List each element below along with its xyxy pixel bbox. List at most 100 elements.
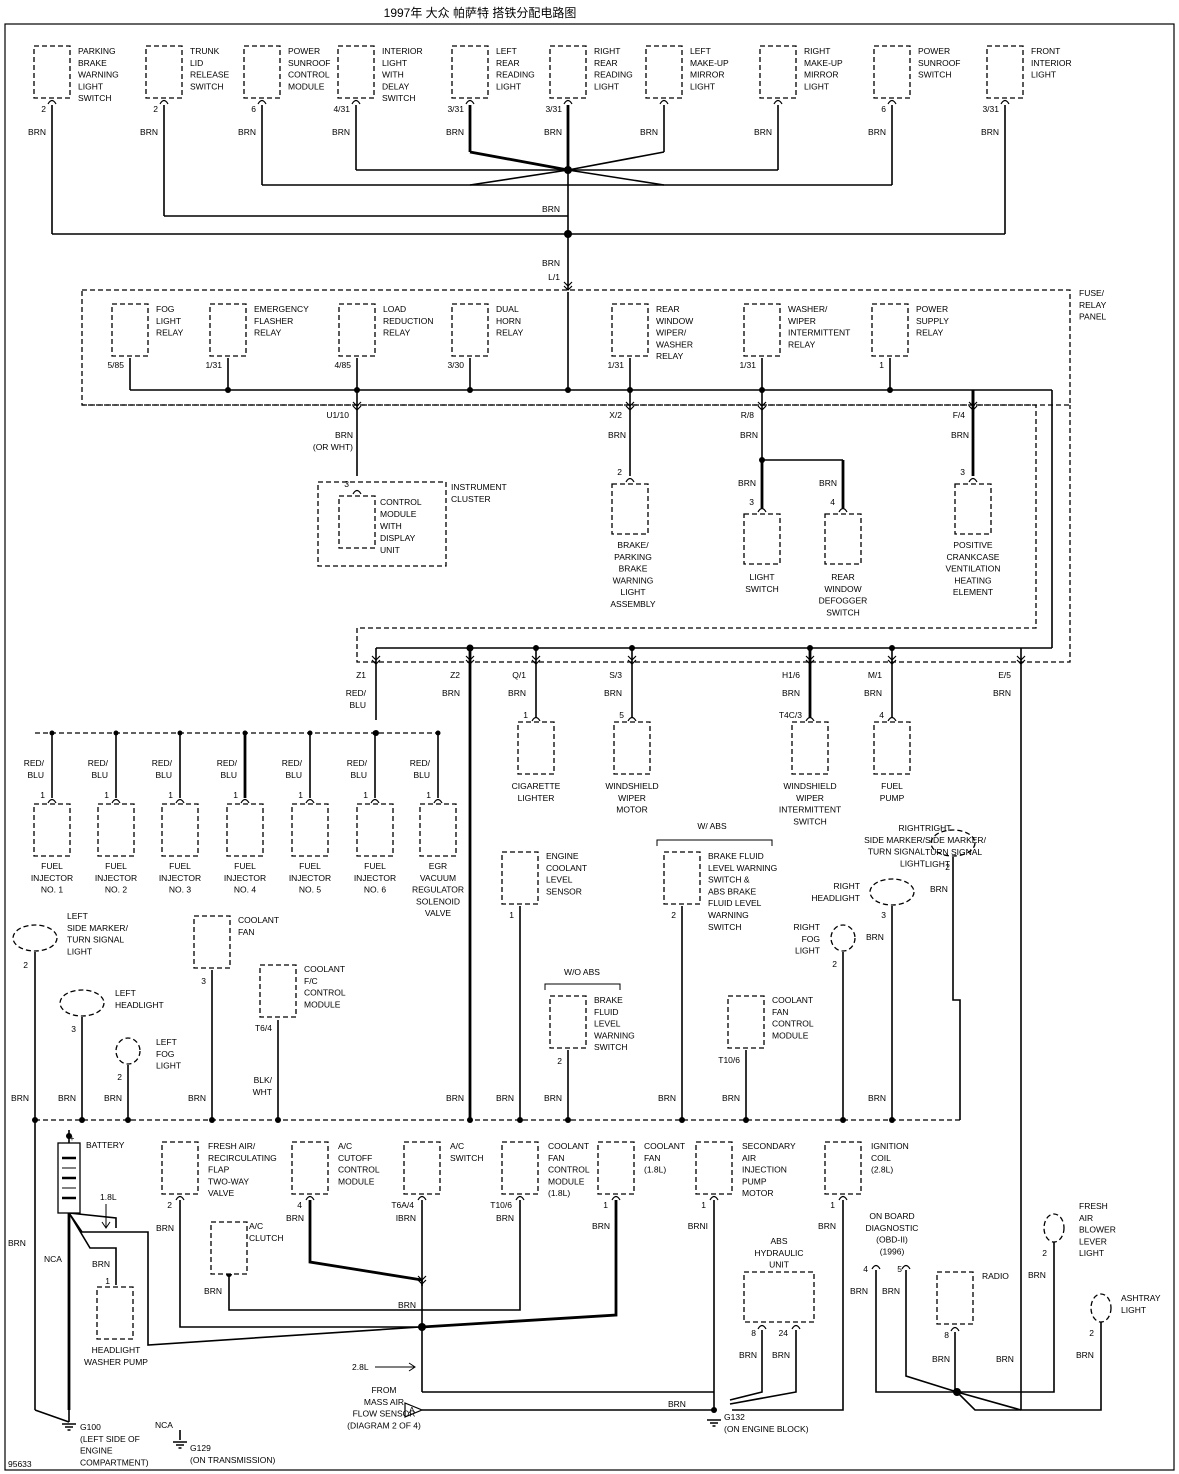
connector-symbol: [433, 798, 443, 804]
wire-color: BRN: [951, 430, 969, 440]
pin-number: T4C/3: [779, 710, 802, 720]
component-label-line: G100: [80, 1422, 101, 1432]
component-label-line: VACUUM: [420, 873, 456, 883]
top-component: [33, 45, 71, 99]
wire-color: BRN: [866, 932, 884, 942]
pin-number: 2: [671, 910, 676, 920]
component-label-line: FOG: [802, 934, 820, 944]
component-label-line: COOLANT: [772, 995, 813, 1005]
component-label-line: VENTILATION: [945, 564, 1000, 574]
component-label-line: RIGHT: [899, 823, 925, 833]
component-label-line: POWER: [916, 304, 948, 314]
wire-color: RED/: [346, 688, 367, 698]
level3-component: [517, 721, 555, 775]
component-label-line: DIAGNOSTIC: [866, 1223, 919, 1233]
pin-number: 2: [41, 104, 46, 114]
splice-dot: [307, 730, 313, 736]
wire-color: BRN: [818, 1221, 836, 1231]
component-label-line: ON BOARD: [869, 1211, 914, 1221]
pin-number: 1/31: [607, 360, 624, 370]
component-label-line: INSTRUMENT: [451, 482, 507, 492]
connector-symbol: [968, 477, 978, 483]
component-label-line: (DIAGRAM 2 OF 4): [347, 1420, 421, 1430]
fuel-injector: [356, 803, 394, 857]
pin-number: 1/31: [205, 360, 222, 370]
component-label-line: COOLANT: [546, 863, 587, 873]
connector-id: X/2: [609, 410, 622, 420]
bottom-component: [824, 1141, 862, 1195]
ac-clutch: [210, 1221, 248, 1275]
connector-id: E/5: [998, 670, 1011, 680]
component-label-line: WIPER/: [656, 328, 687, 338]
component-label-line: INTERMITTENT: [788, 328, 850, 338]
component-label-line: LIGHT: [925, 859, 950, 869]
component-label-line: ENGINE: [80, 1446, 113, 1456]
component-label-line: FLOW SENSOR: [353, 1409, 416, 1419]
wire-color: BRN: [11, 1093, 29, 1103]
component-label-line: COIL: [871, 1153, 891, 1163]
wire-color: BRN: [335, 430, 353, 440]
component-label-line: LIGHT: [749, 572, 774, 582]
top-component: [645, 45, 683, 99]
component-label-line: SWITCH &: [708, 875, 750, 885]
pin-number: 2: [617, 467, 622, 477]
component-label-line: LIGHT: [78, 81, 103, 91]
component-label-line: INJECTOR: [289, 873, 331, 883]
component-label-line: LEVEL: [546, 875, 573, 885]
component-label-line: REAR: [656, 304, 680, 314]
relay-box: [451, 303, 489, 357]
wire-path: [957, 1242, 1055, 1393]
pin-number: 3: [881, 910, 886, 920]
component-label-line: WARNING: [708, 910, 749, 920]
component-label-line: RELAY: [656, 351, 684, 361]
connector-symbol: [305, 1195, 315, 1201]
wire-path: [68, 1212, 117, 1285]
component-label-line: RIGHT: [594, 46, 620, 56]
component-label-line: SWITCH: [382, 93, 416, 103]
brake-fluid-level-switch: [549, 995, 587, 1049]
wire-path: [732, 1200, 844, 1411]
pin-number: 1: [879, 360, 884, 370]
component-label-line: COMPARTMENT): [80, 1457, 149, 1467]
component-label-line: A/C: [450, 1141, 464, 1151]
pin-number: 1: [168, 790, 173, 800]
wire-color: BRN: [446, 127, 464, 137]
figure-number: 95633: [8, 1459, 32, 1469]
pin-number: 6: [881, 104, 886, 114]
connector-symbol: [305, 798, 315, 804]
top-component: [145, 45, 183, 99]
wire-path: [422, 1200, 521, 1311]
connector-symbol: [659, 99, 669, 105]
fuel-injector: [161, 803, 199, 857]
pin-number: 3: [749, 497, 754, 507]
page-title: 1997年 大众 帕萨特 搭铁分配电路图: [383, 6, 577, 20]
pin-number: T10/6: [718, 1055, 740, 1065]
wire-color: BRN: [544, 127, 562, 137]
connector-chevron: [371, 655, 381, 665]
connector-symbol: [887, 716, 897, 722]
level2-component: [611, 483, 649, 535]
splice-dot: [225, 387, 231, 393]
pin-number: 1: [426, 790, 431, 800]
component-label-line: AIR: [742, 1153, 756, 1163]
wire-segment: [469, 169, 569, 186]
component-label-line: TURN SIGNAL: [925, 847, 982, 857]
splice-dot: [533, 645, 539, 651]
pin-number: 3: [344, 479, 349, 489]
top-component: [873, 45, 911, 99]
component-label-line: DUAL: [496, 304, 519, 314]
fuel-injector: [291, 803, 329, 857]
component-label-line: LEVER: [1079, 1236, 1107, 1246]
engine-coolant-level-sensor: [501, 851, 539, 905]
splice-dot: [759, 457, 765, 463]
splice-dot: [887, 387, 893, 393]
component-label-line: HEATING: [954, 575, 991, 585]
relay-box: [611, 303, 649, 357]
component-label-line: BRAKE FLUID: [708, 851, 764, 861]
battery-plus: +: [70, 1133, 75, 1143]
wire-color: BRN: [508, 688, 526, 698]
component-label-line: TURN SIGNAL: [868, 847, 925, 857]
pin-number: 3/30: [447, 360, 464, 370]
component-label-line: POWER: [288, 46, 320, 56]
component-label-line: INTERIOR: [1031, 58, 1072, 68]
